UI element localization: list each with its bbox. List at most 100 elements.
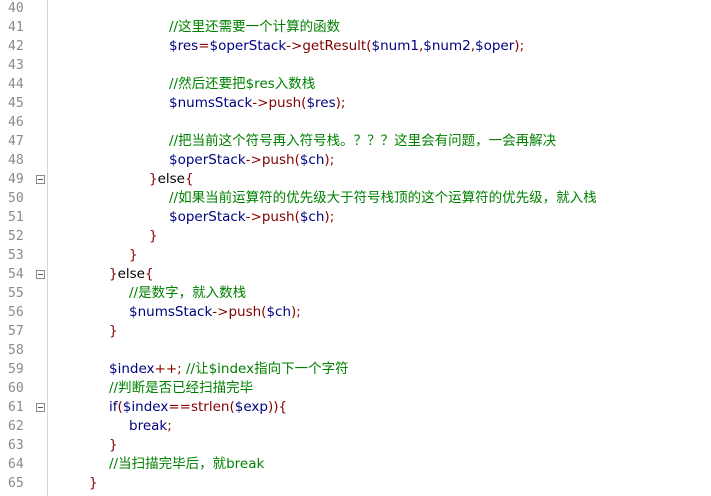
code-text: $operStack->push($ch); (169, 208, 334, 227)
punctuation-token: ( (229, 399, 235, 415)
comment-token: //判断是否已经扫描完毕 (109, 380, 254, 396)
code-line[interactable]: 57} (0, 322, 711, 341)
line-number: 64 (8, 457, 24, 472)
code-line[interactable]: 40 (0, 0, 711, 18)
punctuation-token: ); (324, 209, 335, 225)
comment-token: //是数字，就入数栈 (129, 285, 247, 301)
punctuation-token: -> (212, 304, 229, 320)
function-token: push (268, 95, 302, 111)
punctuation-token: ( (301, 95, 307, 111)
comment-token: //当扫描完毕后，就break (109, 456, 265, 472)
code-line[interactable]: 41 //这里还需要一个计算的函数 (0, 18, 711, 37)
code-line[interactable]: 56$numsStack->push($ch); (0, 303, 711, 322)
punctuation-token: ( (117, 399, 123, 415)
variable-token: $operStack (209, 38, 287, 54)
punctuation-token: ( (294, 152, 300, 168)
comment-token: //把当前这个符号再入符号栈。？？？这里会有问题，一会再解决 (169, 133, 557, 149)
line-number: 51 (8, 210, 24, 225)
variable-token: $numsStack (129, 304, 213, 320)
variable-token: $ch (299, 152, 325, 168)
code-text: } (109, 436, 118, 455)
punctuation-token: ); (335, 95, 346, 111)
line-number: 52 (8, 229, 24, 244)
punctuation-token: ; (167, 418, 172, 434)
line-number: 56 (8, 305, 24, 320)
line-number: 48 (8, 153, 24, 168)
punctuation-token: ++; (154, 361, 182, 377)
fold-toggle-icon[interactable] (36, 270, 45, 279)
code-text: //这里还需要一个计算的函数 (169, 18, 340, 37)
punctuation-token: -> (245, 209, 262, 225)
code-line[interactable]: 58 (0, 341, 711, 360)
keyword-token: else (117, 266, 145, 282)
code-line[interactable]: 65} (0, 474, 711, 493)
punctuation-token: ( (294, 209, 300, 225)
code-line[interactable]: 49}else{ (0, 170, 711, 189)
comment-token: //如果当前运算符的优先级大于符号栈顶的这个运算符的优先级，就入栈 (169, 190, 597, 206)
code-line[interactable]: 64 //当扫描完毕后，就break (0, 455, 711, 474)
code-text: $operStack->push($ch); (169, 151, 334, 170)
variable-token: $numsStack (169, 95, 253, 111)
punctuation-token: , (418, 38, 424, 54)
code-line[interactable]: 63} (0, 436, 711, 455)
variable-token: $index (109, 361, 155, 377)
code-line[interactable]: 44//然后还要把$res入数栈 (0, 75, 711, 94)
code-text: //判断是否已经扫描完毕 (109, 379, 253, 398)
punctuation-token: } (109, 323, 118, 339)
code-line[interactable]: 54}else{ (0, 265, 711, 284)
punctuation-token: ); (514, 38, 525, 54)
code-line[interactable]: 59$index++; //让$index指向下一个字符 (0, 360, 711, 379)
line-number: 45 (8, 96, 24, 111)
variable-token: $operStack (169, 209, 246, 225)
code-line[interactable]: 50//如果当前运算符的优先级大于符号栈顶的这个运算符的优先级，就入栈 (0, 189, 711, 208)
line-number: 55 (8, 286, 24, 301)
line-number: 47 (8, 134, 24, 149)
code-line[interactable]: 48 $operStack->push($ch); (0, 151, 711, 170)
code-line[interactable]: 45 $numsStack->push($res); (0, 94, 711, 113)
punctuation-token: } (109, 437, 118, 453)
code-line[interactable]: 60//判断是否已经扫描完毕 (0, 379, 711, 398)
fold-toggle-icon[interactable] (36, 175, 45, 184)
line-number: 57 (8, 324, 24, 339)
code-line[interactable]: 53} (0, 246, 711, 265)
variable-token: $operStack (169, 152, 246, 168)
code-line[interactable]: 43 (0, 56, 711, 75)
punctuation-token: } (149, 228, 158, 244)
code-text: }else{ (109, 265, 154, 284)
function-token: push (228, 304, 262, 320)
code-text: break; (129, 417, 172, 436)
punctuation-token: } (89, 475, 98, 491)
code-text: $numsStack->push($res); (169, 94, 345, 113)
line-number: 41 (8, 20, 24, 35)
code-line[interactable]: 55 //是数字，就入数栈 (0, 284, 711, 303)
punctuation-token: -> (252, 95, 269, 111)
variable-token: $num1 (371, 38, 419, 54)
code-line[interactable]: 51 $operStack->push($ch); (0, 208, 711, 227)
code-line[interactable]: 47 //把当前这个符号再入符号栈。？？？这里会有问题，一会再解决 (0, 132, 711, 151)
punctuation-token: { (185, 171, 194, 187)
punctuation-token: ( (366, 38, 372, 54)
line-number: 42 (8, 39, 24, 54)
code-text: }else{ (149, 170, 194, 189)
code-text: //是数字，就入数栈 (129, 284, 246, 303)
punctuation-token: } (109, 266, 118, 282)
code-line[interactable]: 52} (0, 227, 711, 246)
variable-token: $res (306, 95, 336, 111)
punctuation-token: == (168, 399, 191, 415)
code-text: } (149, 227, 158, 246)
punctuation-token: ); (324, 152, 335, 168)
code-text: $res=$operStack->getResult($num1,$num2,$… (169, 37, 524, 56)
function-token: push (261, 209, 295, 225)
variable-token: $ch (266, 304, 292, 320)
line-number-gutter (0, 0, 48, 496)
fold-toggle-icon[interactable] (36, 403, 45, 412)
code-line[interactable]: 42 $res=$operStack->getResult($num1,$num2… (0, 37, 711, 56)
line-number: 46 (8, 115, 24, 130)
function-token: getResult (302, 38, 367, 54)
variable-token: $oper (475, 38, 515, 54)
punctuation-token: ); (291, 304, 301, 320)
code-line[interactable]: 46 (0, 113, 711, 132)
